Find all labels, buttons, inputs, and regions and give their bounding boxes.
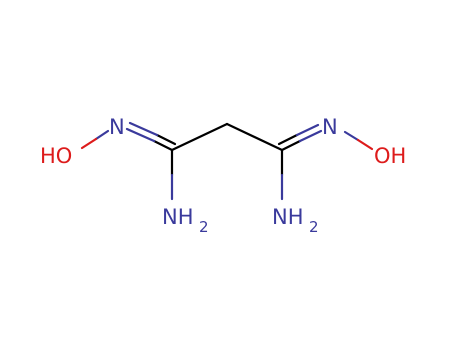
bond-n-o-left-b: [80, 137, 98, 150]
atom-oh-left: HO: [40, 144, 72, 168]
bond-c2-c3: [225, 122, 284, 152]
bond-c3-n-right-d: [295, 123, 320, 137]
bond-n-o-right-b: [356, 138, 374, 151]
atom-nh2-right: NH 2: [272, 205, 319, 236]
bond-c3-n-right-b: [298, 129, 323, 143]
atom-nh2-right-main: NH: [272, 205, 304, 229]
bond-c1-n-left-b: [125, 127, 156, 143]
atom-nh2-left-subscript: 2: [199, 218, 209, 236]
bond-c1-n-left-d: [128, 121, 159, 137]
bond-c1-c2: [170, 122, 229, 152]
bond-c1-n-left-a: [152, 139, 174, 152]
atom-nh2-right-subscript: 2: [309, 218, 319, 236]
atom-n-left: N: [109, 115, 125, 139]
bond-c3-n-right-c: [277, 133, 299, 146]
bond-n-o-left-a: [94, 129, 110, 141]
atom-nh2-left: NH 2: [162, 205, 209, 236]
bond-c3-n-right-a: [280, 139, 302, 152]
atom-nh2-left-main: NH: [162, 205, 194, 229]
bond-c1-n-left-c: [155, 133, 177, 146]
atom-n-right: N: [322, 115, 338, 139]
bond-n-o-right-a: [343, 130, 360, 142]
atom-oh-right: OH: [374, 144, 406, 168]
